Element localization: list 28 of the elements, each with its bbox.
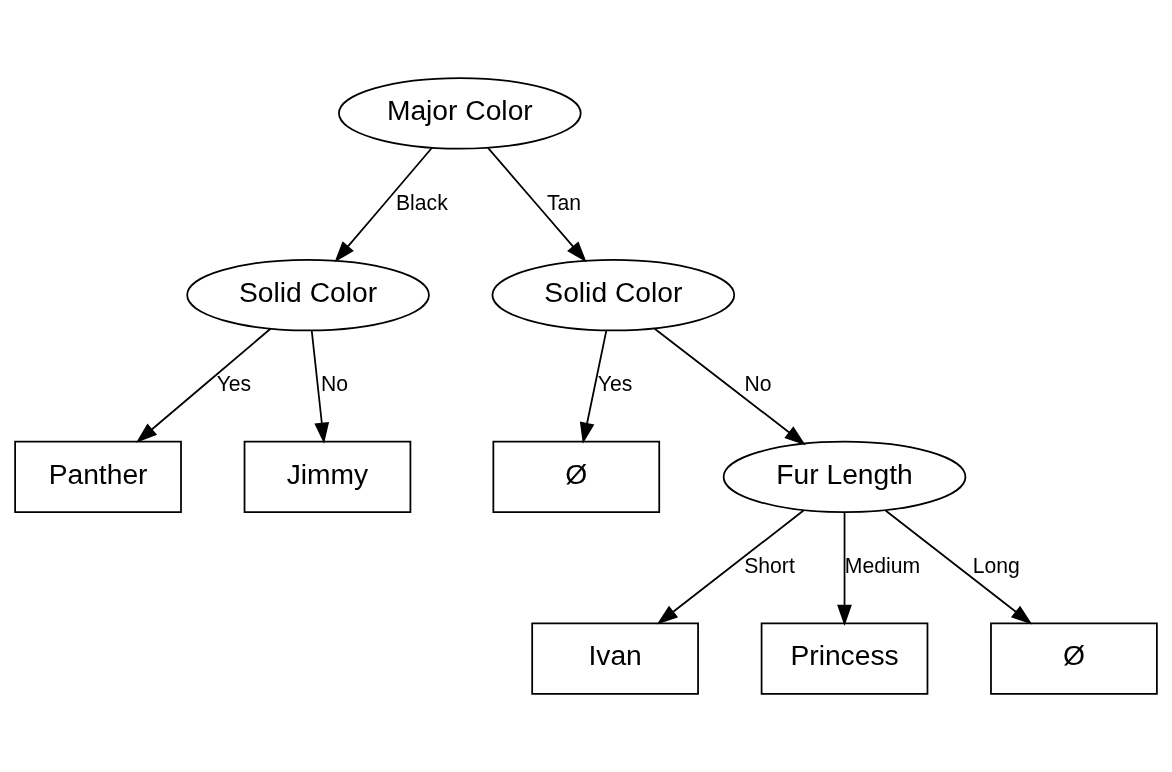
- arrow: [487, 146, 587, 263]
- edge-label: Short: [744, 554, 795, 578]
- arrow: [579, 329, 608, 444]
- arrow: [837, 512, 852, 626]
- edge-label: No: [744, 372, 772, 396]
- edge-label: Yes: [216, 372, 252, 396]
- node-ellipse: Fur Length: [722, 440, 967, 514]
- node-box: Ø: [990, 622, 1158, 695]
- edge-label: Tan: [546, 190, 581, 214]
- arrow: [884, 509, 1033, 625]
- arrow: [653, 327, 806, 446]
- edge-label: No: [321, 372, 349, 396]
- node-box: Jimmy: [243, 440, 412, 514]
- arrow: [656, 509, 805, 625]
- arrow: [334, 146, 433, 263]
- arrow: [136, 327, 272, 443]
- node-box: Ivan: [531, 622, 699, 695]
- edge-label: Medium: [844, 554, 921, 578]
- node-box: Ø: [492, 440, 661, 514]
- node-ellipse: Solid Color: [491, 258, 736, 332]
- node-box: Princess: [760, 622, 929, 695]
- edge-label: Black: [396, 190, 448, 214]
- edge-label: Yes: [597, 372, 633, 396]
- node-box: Panther: [14, 440, 182, 514]
- arrow: [310, 329, 330, 444]
- node-ellipse: Solid Color: [186, 258, 430, 332]
- node-ellipse: Major Color: [338, 77, 582, 150]
- edge-label: Long: [972, 554, 1020, 578]
